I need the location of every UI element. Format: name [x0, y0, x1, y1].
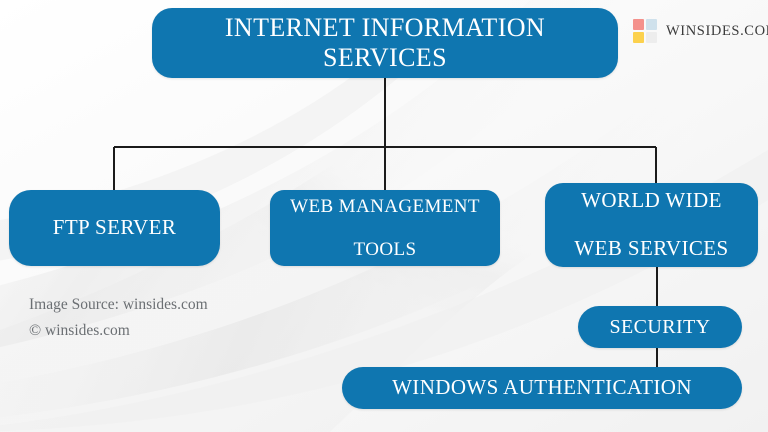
node-label-line-2: TOOLS: [353, 238, 417, 260]
node-label-line-1: WORLD WIDE: [581, 188, 722, 213]
node-label: WORLD WIDE WEB SERVICES: [553, 188, 750, 261]
attribution: Image Source: winsides.com © winsides.co…: [29, 292, 208, 344]
node-ftp-server[interactable]: FTP SERVER: [9, 190, 220, 266]
attribution-copyright: © winsides.com: [29, 318, 208, 344]
node-label: INTERNET INFORMATION SERVICES: [224, 13, 546, 72]
node-label-line-2: WEB SERVICES: [574, 235, 729, 260]
attribution-source: Image Source: winsides.com: [29, 296, 208, 313]
node-web-management-tools[interactable]: WEB MANAGEMENT TOOLS: [270, 190, 500, 266]
logo-square-bottom-right: [646, 32, 657, 43]
winsides-logo[interactable]: WINSIDES.COM: [633, 19, 768, 43]
node-label-line-1: WEB MANAGEMENT: [290, 195, 480, 217]
node-label: WINDOWS AUTHENTICATION: [392, 375, 692, 400]
logo-square-top-left: [633, 19, 644, 30]
node-world-wide-web-services[interactable]: WORLD WIDE WEB SERVICES: [545, 183, 758, 267]
attribution-copyright-text: winsides.com: [45, 321, 130, 339]
node-security[interactable]: SECURITY: [578, 306, 742, 348]
node-label: WEB MANAGEMENT TOOLS: [278, 196, 492, 261]
winsides-logo-icon: [633, 19, 657, 43]
node-label: SECURITY: [609, 315, 711, 338]
node-label: FTP SERVER: [52, 215, 177, 240]
node-windows-authentication[interactable]: WINDOWS AUTHENTICATION: [342, 367, 742, 409]
winsides-logo-text: WINSIDES.COM: [666, 22, 768, 39]
logo-square-top-right: [646, 19, 657, 30]
copyright-icon: ©: [29, 321, 42, 339]
logo-square-bottom-left: [633, 32, 644, 43]
node-internet-information-services[interactable]: INTERNET INFORMATION SERVICES: [152, 8, 618, 78]
